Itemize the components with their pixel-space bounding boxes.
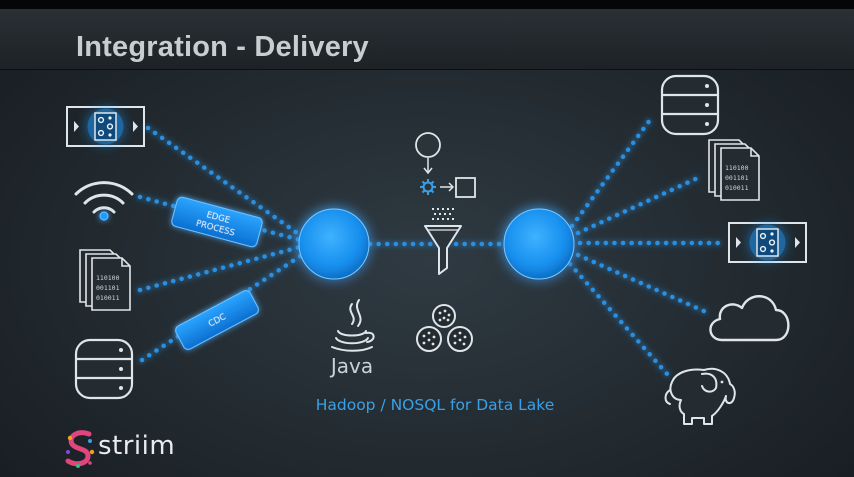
delivery-hub [503, 208, 575, 280]
nosql-cluster-icon [416, 304, 473, 352]
data-lake-caption: Hadoop / NOSQL for Data Lake [315, 396, 555, 414]
striim-logo-mark-icon [65, 430, 95, 468]
cdc-pill: CDC [175, 290, 259, 350]
java-label: Java [330, 354, 374, 378]
filter-funnel-icon [424, 208, 462, 275]
target-binary-line-3: 010011 [725, 184, 749, 192]
binary-line-1: 110100 [96, 274, 120, 282]
connector-logs-out [575, 173, 705, 236]
wifi-sensor-icon [74, 181, 134, 221]
binary-line-3: 010011 [96, 294, 120, 302]
target-stream-processor-icon [728, 222, 807, 263]
title-bar: Integration - Delivery [0, 9, 854, 70]
connector-db-out [569, 117, 653, 229]
slide-title: Integration - Delivery [76, 31, 369, 63]
binary-line-2: 001101 [96, 284, 120, 292]
connector-wifi-in [137, 194, 303, 243]
hadoop-elephant-icon [664, 367, 736, 425]
target-binary-line-2: 001101 [725, 174, 749, 182]
workflow-icon [415, 132, 476, 198]
database-icon [74, 338, 134, 400]
target-log-files-icon: 110100 001101 010011 [708, 139, 760, 201]
top-edge [0, 0, 854, 9]
connector-logs-in [137, 244, 303, 293]
log-files-icon: 110100 001101 010011 [79, 249, 131, 311]
edge-process-pill: EDGE PROCESS [171, 196, 263, 248]
target-binary-line-1: 110100 [725, 164, 749, 172]
java-icon [331, 299, 375, 352]
striim-logo: striim [64, 428, 175, 468]
connector-hadoop-out [567, 261, 671, 378]
ingest-hub [298, 208, 370, 280]
cloud-icon [709, 295, 790, 342]
stream-processor-icon [66, 106, 145, 147]
brand-name: striim [98, 431, 176, 461]
connector-cloud-out [575, 252, 709, 315]
connector-stream-in [145, 125, 303, 238]
target-database-icon [660, 74, 720, 136]
